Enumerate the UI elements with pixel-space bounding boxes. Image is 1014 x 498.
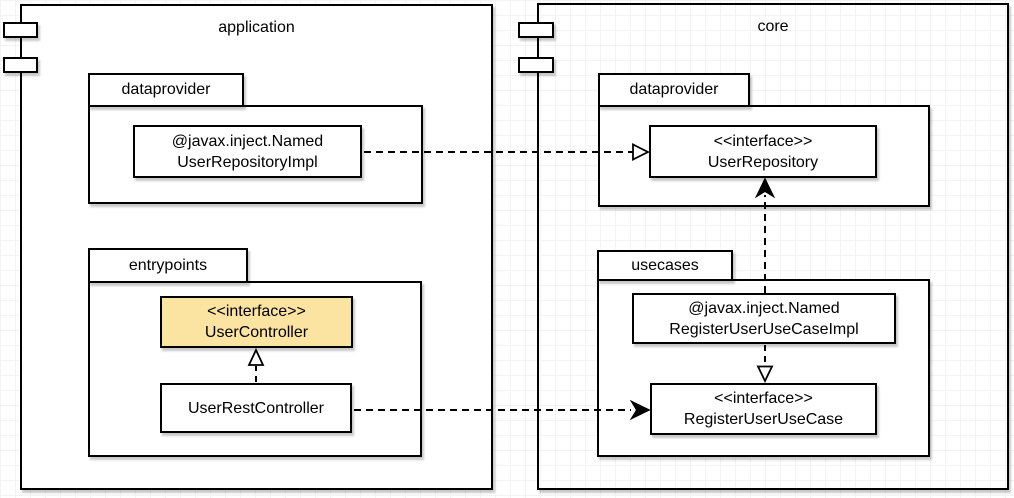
component-application-title: application bbox=[218, 19, 295, 36]
component-core-port-top[interactable] bbox=[518, 22, 554, 38]
package-application-dataprovider-tab[interactable]: dataprovider bbox=[88, 73, 244, 107]
node-register-user-use-case-impl[interactable]: @javax.inject.Named RegisterUserUseCaseI… bbox=[632, 293, 896, 344]
node-register-user-use-case[interactable]: <<interface>> RegisterUserUseCase bbox=[650, 383, 877, 435]
node-user-controller[interactable]: <<interface>> UserController bbox=[160, 296, 353, 348]
node-user-repository-name: UserRepository bbox=[707, 153, 819, 171]
node-register-user-use-case-impl-annotation: @javax.inject.Named bbox=[688, 299, 840, 317]
package-application-dataprovider-body[interactable] bbox=[88, 105, 423, 204]
node-register-user-use-case-impl-name: RegisterUserUseCaseImpl bbox=[669, 320, 859, 338]
node-register-user-use-case-stereotype: <<interface>> bbox=[714, 390, 813, 407]
node-user-repository[interactable]: <<interface>> UserRepository bbox=[649, 125, 877, 178]
component-core[interactable]: core bbox=[537, 3, 1009, 490]
component-core-title: core bbox=[757, 18, 789, 35]
component-application-port-bottom[interactable] bbox=[3, 57, 38, 73]
package-core-dataprovider-label: dataprovider bbox=[629, 81, 719, 98]
node-user-rest-controller[interactable]: UserRestController bbox=[160, 383, 352, 433]
package-application-entrypoints-tab[interactable]: entrypoints bbox=[88, 248, 248, 283]
node-user-repository-stereotype: <<interface>> bbox=[713, 132, 813, 150]
node-user-repository-impl-name: UserRepositoryImpl bbox=[177, 153, 318, 171]
node-register-user-use-case-name: RegisterUserUseCase bbox=[683, 411, 844, 428]
package-core-usecases-tab[interactable]: usecases bbox=[597, 250, 733, 281]
node-user-controller-stereotype: <<interface>> bbox=[207, 303, 306, 320]
package-core-usecases-label: usecases bbox=[631, 256, 699, 274]
node-user-repository-impl-annotation: @javax.inject.Named bbox=[171, 132, 324, 150]
component-application-port-top[interactable] bbox=[3, 22, 38, 38]
node-user-rest-controller-name: UserRestController bbox=[187, 399, 325, 417]
package-core-dataprovider-tab[interactable]: dataprovider bbox=[598, 73, 750, 107]
node-user-repository-impl[interactable]: @javax.inject.Named UserRepositoryImpl bbox=[133, 125, 362, 178]
node-user-controller-name: UserController bbox=[204, 324, 309, 341]
package-application-entrypoints-label: entrypoints bbox=[128, 256, 208, 274]
package-application-dataprovider-label: dataprovider bbox=[121, 81, 211, 98]
component-core-port-bottom[interactable] bbox=[518, 57, 554, 73]
